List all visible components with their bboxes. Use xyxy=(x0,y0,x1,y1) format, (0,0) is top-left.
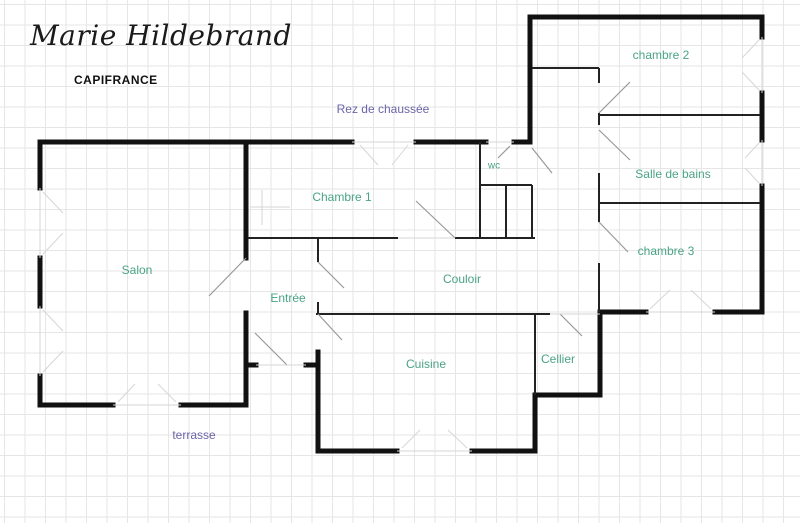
room-chambre-2: chambre 2 xyxy=(632,48,690,62)
room-wc: wc xyxy=(487,160,501,172)
room-salle-de-bains: Salle de bains xyxy=(635,167,711,181)
room-cuisine: Cuisine xyxy=(405,357,447,371)
terrace-label: terrasse xyxy=(172,428,216,442)
brand-logo: Marie Hildebrand xyxy=(30,22,292,50)
room-couloir: Couloir xyxy=(442,272,482,286)
room-chambre-3: chambre 3 xyxy=(637,244,695,258)
exterior-walls xyxy=(37,14,765,454)
brand-name: Marie Hildebrand xyxy=(30,19,292,52)
interior-walls xyxy=(248,67,760,395)
windows xyxy=(39,37,763,452)
level-label: Rez de chaussée xyxy=(336,102,430,116)
room-salon: Salon xyxy=(121,263,153,277)
door-swings xyxy=(208,81,631,366)
room-entree: Entrée xyxy=(270,291,306,305)
brand-company: CAPIFRANCE xyxy=(74,73,158,87)
room-chambre-1: Chambre 1 xyxy=(312,190,372,204)
room-cellier: Cellier xyxy=(540,352,576,366)
